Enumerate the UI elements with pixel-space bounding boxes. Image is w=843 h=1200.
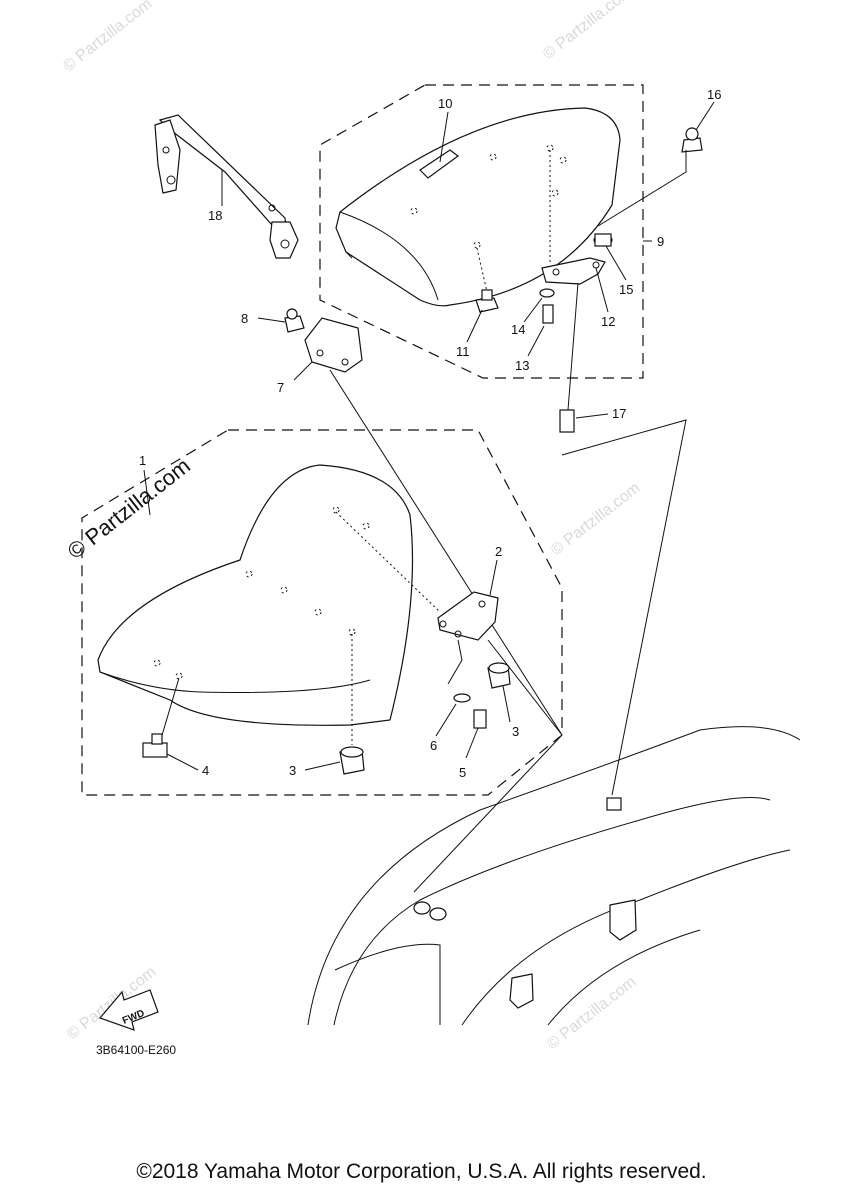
callout-2: 2: [495, 544, 502, 559]
watermark-faint-3: © Partzilla.com: [548, 479, 643, 559]
callout-17: 17: [612, 406, 626, 421]
callout-8: 8: [241, 311, 248, 326]
callout-12: 12: [601, 314, 615, 329]
seat-group-box: [81, 429, 563, 796]
diagram-code: 3B64100-E260: [96, 1043, 177, 1057]
callout-3a: 3: [512, 724, 519, 739]
backrest-bushing-part: [475, 289, 499, 313]
watermark-faint-1: © Partzilla.com: [60, 0, 155, 75]
callout-5: 5: [459, 765, 466, 780]
leader-lines: [143, 101, 715, 771]
callout-16: 16: [707, 87, 721, 102]
callout-11: 11: [456, 344, 470, 359]
callout-7: 7: [277, 380, 284, 395]
backrest-group-box: [319, 84, 644, 379]
grab-bar-part: [154, 114, 299, 259]
callout-3b: 3: [289, 763, 296, 778]
seat-part: [97, 464, 441, 745]
seat-bracket-7-part: [284, 308, 563, 736]
callout-numbers: 1 2 3 3 4 5 6 7 8 9 10 11 12 13 14 15 16…: [139, 87, 721, 780]
seat-bracket-2-part: [437, 591, 499, 641]
callout-14: 14: [511, 322, 525, 337]
callout-9: 9: [657, 234, 664, 249]
rear-fender-part: [307, 639, 801, 1026]
small-fasteners-backrest: [539, 127, 703, 796]
callout-1: 1: [139, 453, 146, 468]
seat-fasteners: [142, 639, 511, 775]
copyright-footer: ©2018 Yamaha Motor Corporation, U.S.A. A…: [136, 1160, 707, 1183]
watermark-faint-2: © Partzilla.com: [540, 0, 635, 63]
callout-6: 6: [430, 738, 437, 753]
callout-18: 18: [208, 208, 222, 223]
backrest-pad-part: [335, 107, 621, 307]
callout-10: 10: [438, 96, 452, 111]
callout-13: 13: [515, 358, 529, 373]
callout-15: 15: [619, 282, 633, 297]
callout-4: 4: [202, 763, 209, 778]
